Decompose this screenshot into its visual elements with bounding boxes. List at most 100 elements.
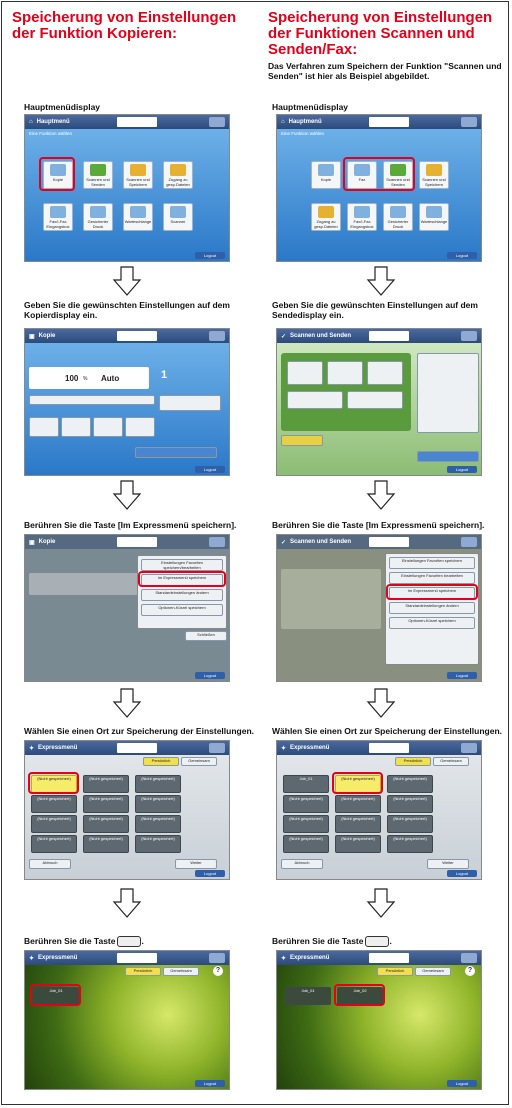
tab-persoenlich[interactable]: Persönlich	[125, 967, 161, 976]
logout-button[interactable]: Logout	[195, 252, 225, 259]
menu-item-favorites-edit[interactable]: Einstellungen Favoriten bearbeiten	[389, 572, 475, 584]
express-slot[interactable]: (Nicht gespeichert)	[31, 835, 77, 853]
express-slot[interactable]: (Nicht gespeichert)	[335, 795, 381, 813]
tile-scannen-speichern[interactable]: Scannen und Speichern	[419, 161, 449, 189]
logout-button[interactable]: Logout	[447, 870, 477, 877]
menu-item-favorites-save[interactable]: Einstellungen Favoriten speichern	[389, 557, 475, 569]
menu-item-defaults[interactable]: Standardeinstellungen ändern	[141, 589, 223, 601]
menu-item-favorites[interactable]: Einstellungen Favoriten speichern/bearbe…	[141, 559, 223, 571]
tab-persoenlich[interactable]: Persönlich	[143, 757, 179, 766]
tile-warteschlange[interactable]: Warteschlange	[419, 203, 449, 231]
gear-icon[interactable]	[461, 537, 477, 547]
tile-scannen-senden[interactable]: Scannen und Senden	[383, 161, 413, 189]
tab-gemeinsam[interactable]: Gemeinsam	[433, 757, 469, 766]
tab-gemeinsam[interactable]: Gemeinsam	[181, 757, 217, 766]
copy-function-btn-2[interactable]	[61, 417, 91, 437]
copy-function-btn-4[interactable]	[125, 417, 155, 437]
express-job01[interactable]: Job_01	[285, 987, 331, 1005]
tile-gesp-dateien[interactable]: Zugang zu gesp.Dateien	[163, 161, 193, 189]
logout-button[interactable]: Logout	[195, 1080, 225, 1087]
express-slot[interactable]: (Nicht gespeichert)	[335, 835, 381, 853]
fax-icon	[354, 164, 370, 176]
address-book-btn[interactable]	[287, 361, 323, 385]
personal-folder-btn[interactable]	[287, 391, 343, 409]
menu-item-shortcut[interactable]: Optionen-Kürzel speichern	[389, 617, 475, 629]
tab-persoenlich[interactable]: Persönlich	[377, 967, 413, 976]
help-icon[interactable]: ?	[465, 966, 475, 976]
logout-button[interactable]: Logout	[447, 672, 477, 679]
gear-icon[interactable]	[209, 117, 225, 127]
express-slot[interactable]: (Nicht gespeichert)	[83, 815, 129, 833]
express-slot[interactable]: (Nicht gespeichert)	[283, 815, 329, 833]
express-slot[interactable]: (Nicht gespeichert)	[387, 775, 433, 793]
schliessen-button[interactable]: Schließen	[185, 631, 227, 641]
express-slot[interactable]: (Nicht gespeichert)	[83, 775, 129, 793]
tab-persoenlich[interactable]: Persönlich	[395, 757, 431, 766]
down-arrow-icon	[112, 688, 142, 718]
tile-scannen-senden[interactable]: Scannen und Senden	[83, 161, 113, 189]
tile-warteschlange[interactable]: Warteschlange	[123, 203, 153, 231]
tile-gesicherter-druck[interactable]: Gesicherter Druck	[83, 203, 113, 231]
gear-icon[interactable]	[461, 743, 477, 753]
express-slot[interactable]: (Nicht gespeichert)	[283, 835, 329, 853]
express-slot[interactable]: (Nicht gespeichert)	[135, 775, 181, 793]
tab-gemeinsam[interactable]: Gemeinsam	[163, 967, 199, 976]
gear-icon[interactable]	[461, 331, 477, 341]
menu-item-defaults[interactable]: Standardeinstellungen ändern	[389, 602, 475, 614]
express-slot[interactable]: (Nicht gespeichert)	[135, 835, 181, 853]
logout-button[interactable]: Logout	[195, 870, 225, 877]
gear-icon[interactable]	[209, 953, 225, 963]
copy-function-btn-1[interactable]	[29, 417, 59, 437]
express-slot[interactable]: (Nicht gespeichert)	[31, 775, 77, 793]
gear-icon[interactable]	[461, 117, 477, 127]
screen-topbar: ▣Kopie	[25, 535, 229, 549]
express-slot[interactable]: (Nicht gespeichert)	[31, 795, 77, 813]
copy-function-btn-3[interactable]	[93, 417, 123, 437]
express-slot[interactable]: (Nicht gespeichert)	[387, 815, 433, 833]
help-icon[interactable]: ?	[213, 966, 223, 976]
tab-gemeinsam[interactable]: Gemeinsam	[415, 967, 451, 976]
weiter-button[interactable]: Weiter	[427, 859, 469, 869]
logout-button[interactable]: Logout	[195, 672, 225, 679]
abbruch-button[interactable]: Abbruch	[281, 859, 323, 869]
express-slot-job01[interactable]: Job_01	[283, 775, 329, 793]
logout-button[interactable]: Logout	[447, 1080, 477, 1087]
tile-kopie[interactable]: Kopie	[43, 161, 73, 189]
tile-kopie[interactable]: Kopie	[311, 161, 341, 189]
gear-icon[interactable]	[461, 953, 477, 963]
gear-icon[interactable]	[209, 331, 225, 341]
new-recipient-btn[interactable]	[367, 361, 403, 385]
logout-button[interactable]: Logout	[447, 466, 477, 473]
express-slot[interactable]: (Nicht gespeichert)	[31, 815, 77, 833]
express-slot[interactable]: (Nicht gespeichert)	[387, 835, 433, 853]
gear-icon[interactable]	[209, 537, 225, 547]
express-slot[interactable]: (Nicht gespeichert)	[83, 795, 129, 813]
optionen-button[interactable]	[417, 451, 479, 462]
tile-fax-box[interactable]: Fax/I-Fax Eingangsbox	[43, 203, 73, 231]
tile-gesicherter-druck[interactable]: Gesicherter Druck	[383, 203, 413, 231]
own-address-btn[interactable]	[347, 391, 403, 409]
express-slot[interactable]: (Nicht gespeichert)	[135, 795, 181, 813]
express-slot[interactable]: (Nicht gespeichert)	[283, 795, 329, 813]
menu-item-shortcut[interactable]: Optionen-Kürzel speichern	[141, 604, 223, 616]
express-slot[interactable]: (Nicht gespeichert)	[135, 815, 181, 833]
weiter-button[interactable]: Weiter	[175, 859, 217, 869]
zielwahl-btn[interactable]	[327, 361, 363, 385]
tile-fax-box[interactable]: Fax/I-Fax Eingangsbox	[347, 203, 377, 231]
express-slot[interactable]: (Nicht gespeichert)	[335, 815, 381, 833]
tile-scanner[interactable]: Scanner	[163, 203, 193, 231]
logout-button[interactable]: Logout	[195, 466, 225, 473]
empfaenger-btn[interactable]	[281, 435, 323, 446]
express-slot[interactable]: (Nicht gespeichert)	[387, 795, 433, 813]
send-settings-panel[interactable]	[417, 353, 479, 433]
copy-options-row[interactable]	[29, 395, 155, 405]
gear-icon[interactable]	[209, 743, 225, 753]
express-slot[interactable]: (Nicht gespeichert)	[83, 835, 129, 853]
abbruch-button[interactable]: Abbruch	[29, 859, 71, 869]
copy-favorites-btn[interactable]	[159, 395, 221, 411]
optionen-button[interactable]	[135, 447, 217, 458]
tile-gesp-dateien[interactable]: Zugang zu gesp.Dateien	[311, 203, 341, 231]
tile-scannen-speichern[interactable]: Scannen und Speichern	[123, 161, 153, 189]
logout-button[interactable]: Logout	[447, 252, 477, 259]
tile-fax[interactable]: Fax	[347, 161, 377, 189]
